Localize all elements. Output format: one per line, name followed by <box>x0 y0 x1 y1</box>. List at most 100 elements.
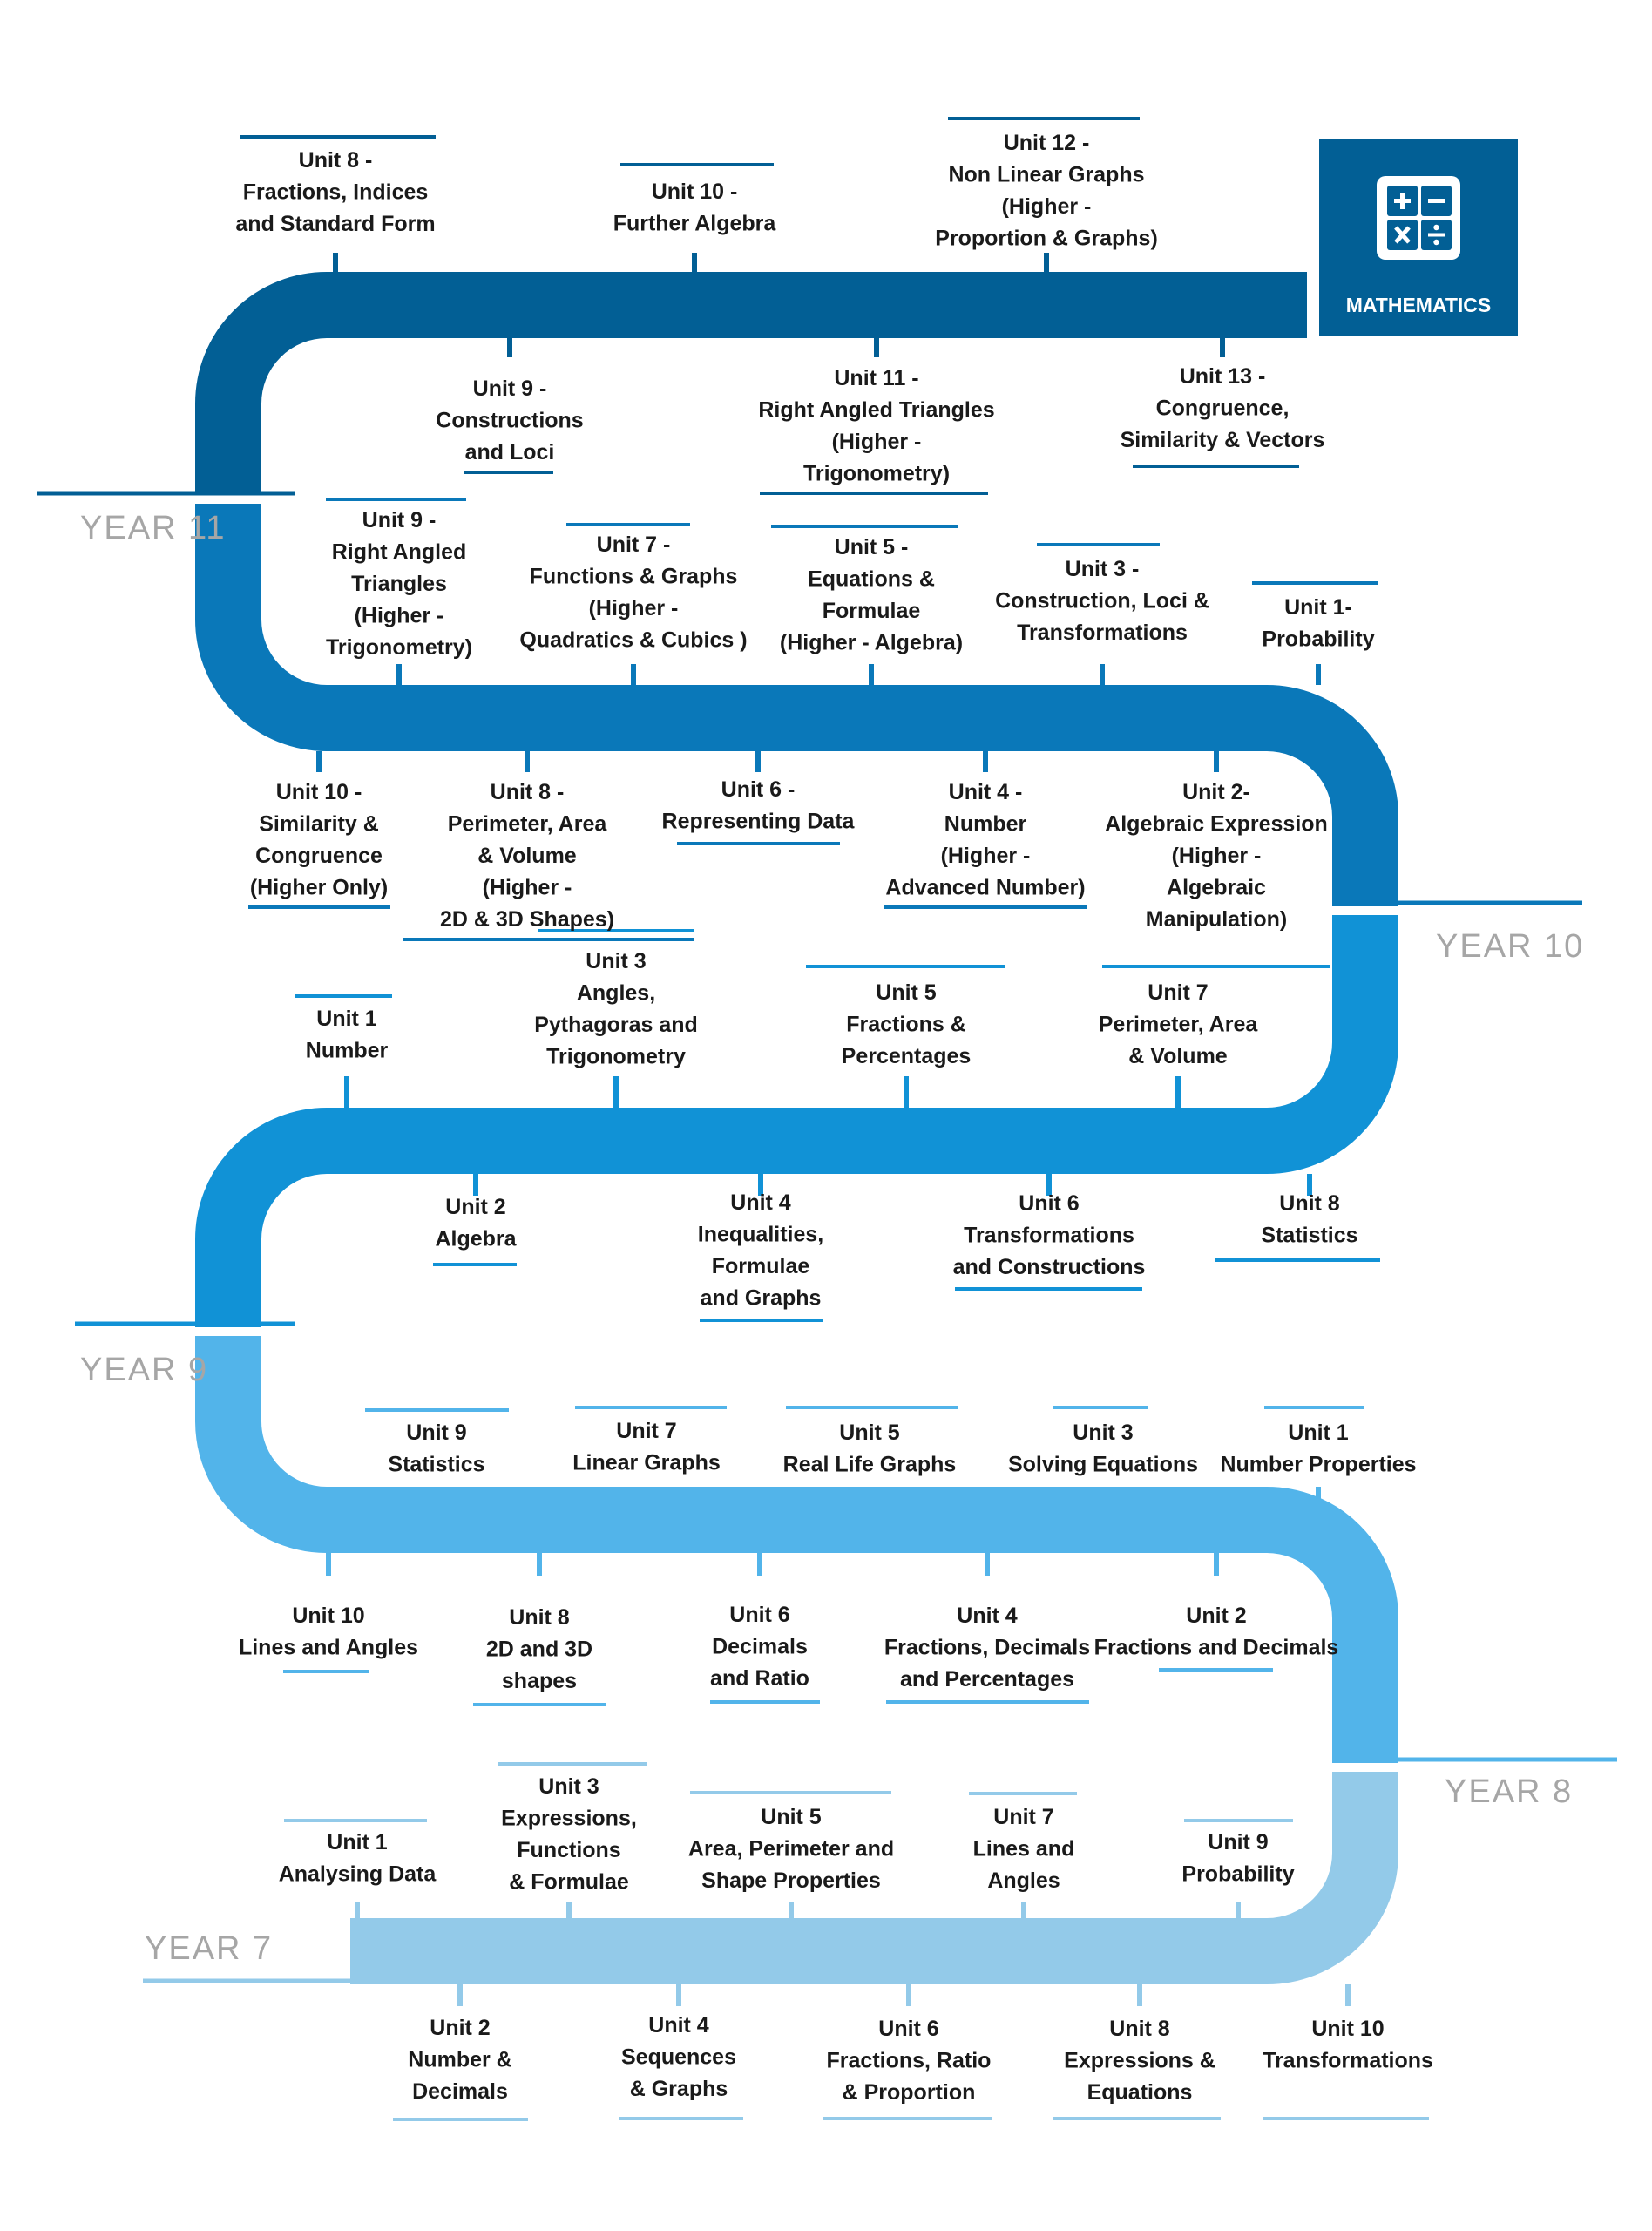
track-y7 <box>350 1772 1398 1984</box>
unit-label-line: and Constructions <box>953 1255 1146 1279</box>
unit-label-line: Pythagoras and <box>534 1013 698 1037</box>
unit-label-line: Unit 2 <box>1186 1604 1246 1628</box>
unit-label-line: (Higher Only) <box>250 876 388 900</box>
unit-label-line: Perimeter, Area <box>1099 1013 1259 1037</box>
unit-label-line: Unit 7 <box>1148 980 1208 1005</box>
unit-label-line: Unit 3 - <box>1066 557 1140 581</box>
unit-label-line: Perimeter, Area <box>448 812 608 837</box>
unit-label-line: & Volume <box>477 844 577 868</box>
unit-label-line: Unit 1 <box>327 1830 388 1855</box>
unit-label-line: Similarity & Vectors <box>1121 428 1325 452</box>
unit-label-line: 2D and 3D <box>486 1638 592 1662</box>
unit-label-line: & Proportion <box>843 2080 976 2105</box>
unit-label-line: & Volume <box>1128 1044 1228 1068</box>
unit-label-line: Unit 1 <box>316 1007 377 1031</box>
unit-label-line: Trigonometry) <box>326 635 472 660</box>
track-y8 <box>195 1336 1398 1763</box>
unit-label-line: Unit 4 - <box>949 780 1023 804</box>
unit-label-line: Congruence, <box>1156 397 1290 421</box>
unit-label-line: Linear Graphs <box>572 1451 721 1475</box>
track-y10 <box>195 504 1398 906</box>
unit-label-line: Unit 6 <box>878 2017 938 2041</box>
unit-label-line: Advanced Number) <box>885 876 1085 900</box>
unit-label-line: Real Life Graphs <box>783 1453 957 1477</box>
unit-label-line: Unit 6 <box>729 1603 789 1627</box>
unit-label-line: & Formulae <box>509 1870 629 1895</box>
unit-label: Unit 10 -Similarity &Congruence(Higher O… <box>250 780 388 900</box>
unit-label-line: Transformations <box>1017 620 1188 645</box>
unit-label: Unit 6 Fractions, Ratio & Proportion <box>827 2017 992 2105</box>
unit-label-line: (Higher - <box>1002 194 1092 219</box>
unit-label-line: Algebraic Expression <box>1105 812 1328 837</box>
unit-label-line: Right Angled Triangles <box>758 398 994 423</box>
unit-label-line: Trigonometry) <box>803 462 950 486</box>
unit-label-line: Unit 7 - <box>597 532 671 557</box>
unit-label-line: Unit 4 <box>648 2013 709 2038</box>
calculator-icon <box>1377 176 1460 260</box>
unit-label-line: Unit 12 - <box>1004 131 1090 155</box>
unit-label-line: Fractions, Ratio <box>827 2049 992 2073</box>
unit-label-line: Transformations <box>1263 2049 1433 2073</box>
unit-label-line: Triangles <box>351 572 447 596</box>
unit-label: Unit 6 - Representing Data <box>662 777 856 834</box>
unit-label-line: Statistics <box>388 1453 484 1477</box>
unit-label-line: Unit 10 <box>292 1604 364 1628</box>
times-b <box>1394 226 1411 244</box>
track-y9 <box>195 915 1398 1327</box>
unit-label: Unit 2-Algebraic Expression(Higher -Alge… <box>1105 780 1328 932</box>
unit-label-line: Unit 1 <box>1288 1421 1349 1445</box>
unit-label: Unit 8 -Perimeter, Area& Volume(Higher -… <box>440 780 614 932</box>
unit-label-line: Unit 3 <box>1073 1421 1133 1445</box>
unit-label-line: Fractions and Decimals <box>1094 1636 1339 1660</box>
unit-label-line: Fractions, Indices <box>243 180 429 205</box>
unit-label-line: Representing Data <box>662 810 856 834</box>
unit-label-line: Right Angled <box>332 540 467 565</box>
unit-label-line: Unit 9 - <box>473 376 547 401</box>
unit-label-line: Further Algebra <box>613 212 777 236</box>
unit-label-line: shapes <box>502 1669 577 1693</box>
unit-label-line: Unit 3 <box>538 1774 599 1799</box>
track-y11 <box>195 272 1307 495</box>
unit-label-line: and Graphs <box>701 1286 822 1311</box>
unit-label-line: Unit 3 <box>586 949 646 973</box>
mathematics-badge-label: MATHEMATICS <box>1346 294 1492 316</box>
unit-label-line: Proportion & Graphs) <box>935 227 1158 251</box>
unit-label: Unit 11 -Right Angled Triangles(Higher -… <box>758 366 994 486</box>
unit-label-line: Trigonometry <box>546 1045 686 1069</box>
unit-label-line: Expressions, <box>501 1807 637 1831</box>
unit-label-line: Unit 11 - <box>834 366 918 390</box>
unit-label-line: Unit 6 - <box>721 777 796 802</box>
unit-label-line: Construction, Loci & <box>995 589 1209 614</box>
unit-label-line: Expressions & <box>1064 2049 1215 2073</box>
unit-label-line: Equations <box>1087 2080 1193 2105</box>
unit-label-line: Number & <box>408 2048 511 2072</box>
unit-label: Unit 13 -Congruence,Similarity & Vectors <box>1121 364 1325 452</box>
unit-label-line: Angles, <box>577 981 655 1006</box>
unit-label: Unit 7 Perimeter, Area & Volume <box>1099 980 1259 1068</box>
unit-label: Unit 7 -Functions & Graphs(Higher -Quadr… <box>519 532 747 653</box>
unit-label: Unit 4 -Number(Higher -Advanced Number) <box>885 780 1085 900</box>
year-label-y8: YEAR 8 <box>1445 1773 1573 1810</box>
unit-label-line: (Higher - <box>941 844 1031 868</box>
unit-label-line: Unit 2- <box>1182 780 1250 804</box>
unit-label-line: Formulae <box>712 1254 810 1278</box>
unit-label-line: Unit 5 <box>876 980 937 1005</box>
unit-label-line: Lines and Angles <box>239 1636 418 1660</box>
unit-label-line: Constructions <box>436 409 583 433</box>
unit-label-line: Unit 2 <box>445 1195 505 1219</box>
unit-label-line: Statistics <box>1261 1224 1357 1248</box>
